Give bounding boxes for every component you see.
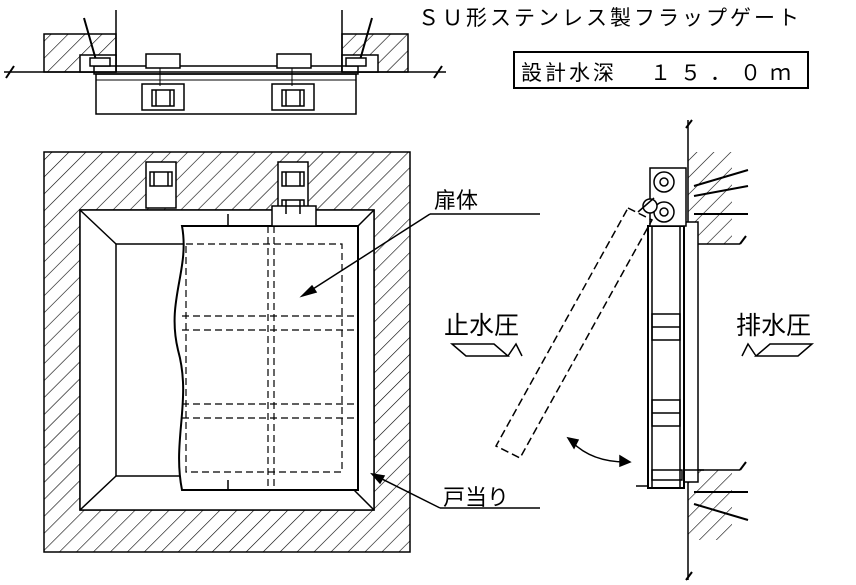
design-depth-value: １５．０ｍ xyxy=(650,61,800,85)
swing-arrow xyxy=(571,441,627,463)
side-gate-open xyxy=(494,207,654,459)
front-hinge-left xyxy=(145,161,177,209)
side-view xyxy=(494,119,749,581)
plan-view xyxy=(4,10,446,115)
door-leaf-label: 扉体 xyxy=(434,189,479,214)
pressure-arrows xyxy=(449,342,815,357)
design-depth-box xyxy=(513,51,809,89)
front-door-leaf xyxy=(173,225,359,491)
front-leaf-hidden-lines xyxy=(182,226,358,490)
stop-pressure-arrow xyxy=(449,343,511,357)
front-view xyxy=(43,151,540,553)
design-depth-label: 設計水深 xyxy=(521,61,617,85)
drawing-title: ＳＵ形ステンレス製フラップゲート xyxy=(418,6,802,30)
drain-pressure-label: 排水圧 xyxy=(736,311,812,340)
plan-frame xyxy=(93,65,359,75)
stop-pressure-label: 止水圧 xyxy=(444,311,520,340)
door-seat-label: 戸当り xyxy=(443,486,510,511)
side-gate-closed xyxy=(647,225,685,489)
plan-gate-body xyxy=(95,73,357,115)
drain-pressure-arrow xyxy=(753,343,815,357)
